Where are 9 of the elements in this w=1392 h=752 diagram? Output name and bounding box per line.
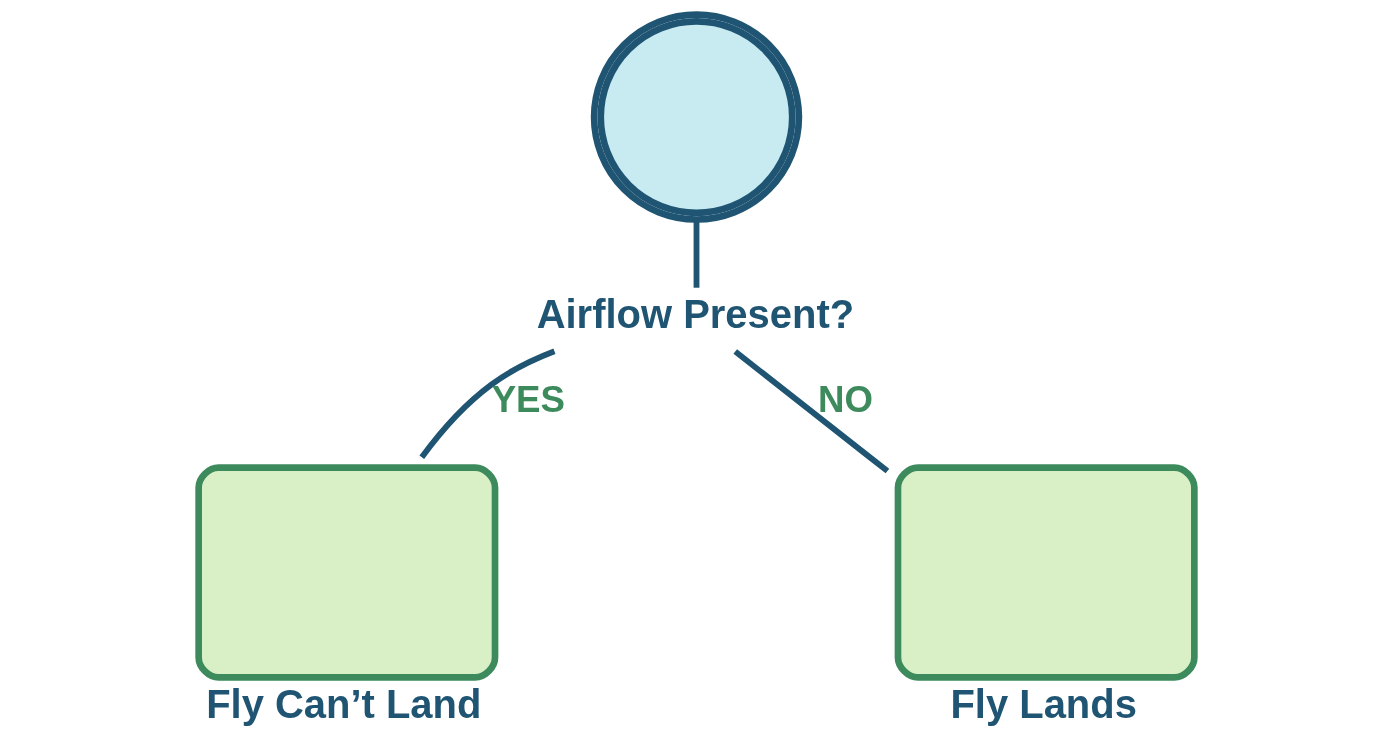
node-label: Fly Can’t Land — [205, 681, 481, 726]
edge-label: YES — [491, 378, 565, 420]
node-label: Fly Lands — [949, 681, 1137, 726]
node-picture — [590, 11, 802, 223]
connector — [418, 348, 555, 459]
node-text: Airflow Present? — [536, 292, 854, 337]
edge-label: NO — [817, 378, 873, 420]
connector — [732, 349, 889, 474]
connector — [693, 220, 699, 288]
